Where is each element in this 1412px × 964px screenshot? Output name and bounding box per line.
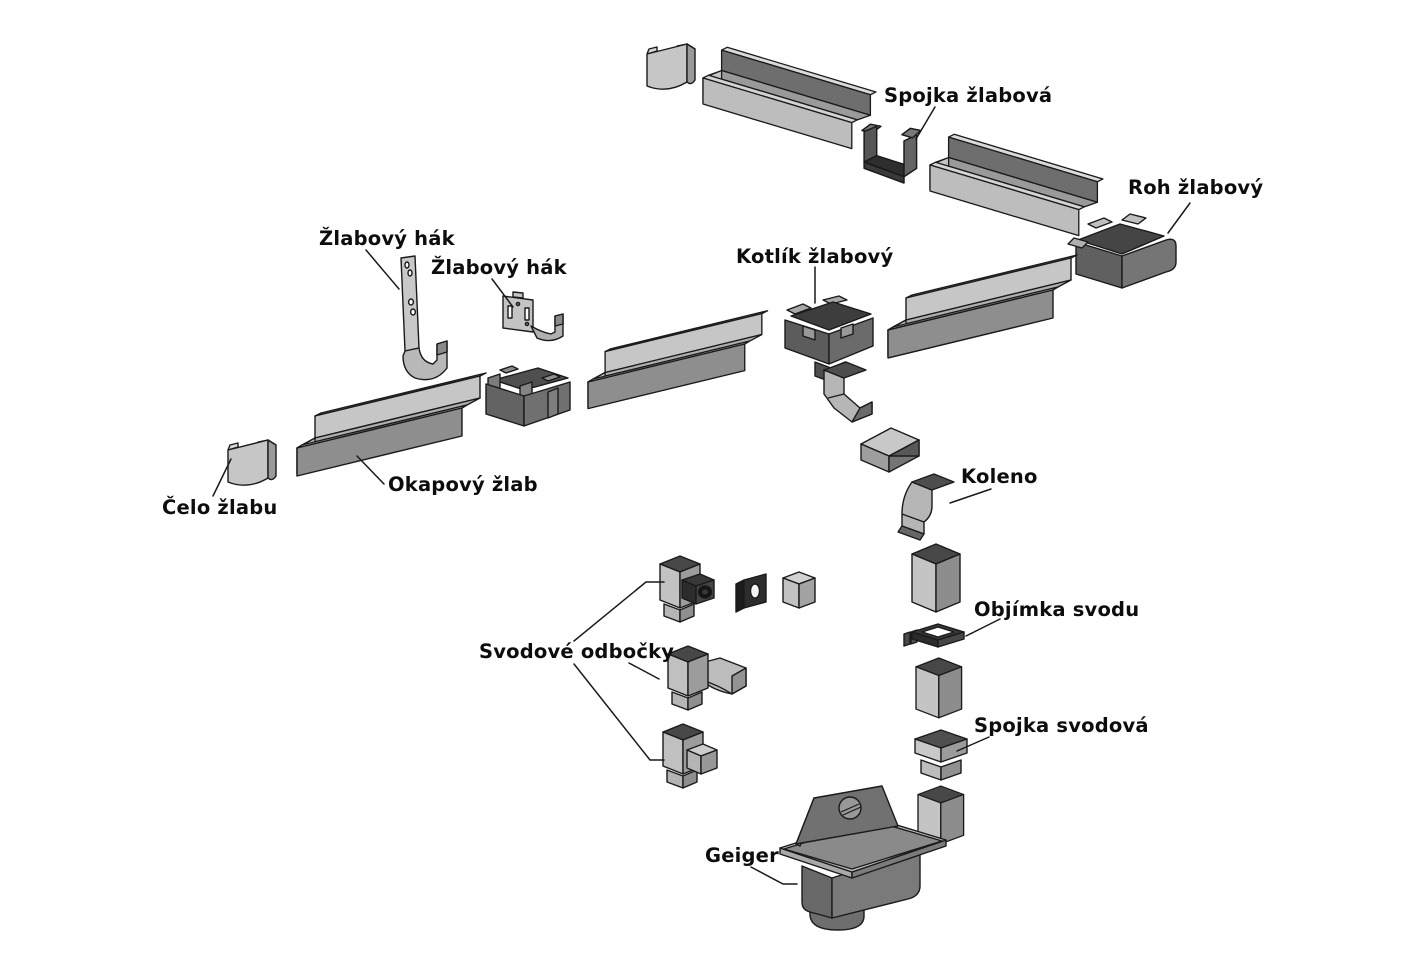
label-kotlik-zlabovy: Kotlík žlabový — [736, 245, 894, 268]
leader-roh-zlabovy — [1167, 202, 1191, 234]
pipe-clamp-objimka — [903, 623, 965, 648]
leader-hak-short — [491, 278, 514, 308]
branch-curved — [667, 645, 747, 711]
label-zlabovy-hak-long: Žlabový hák — [319, 227, 455, 250]
gutter-channel-1 — [702, 46, 877, 150]
label-koleno: Koleno — [961, 465, 1038, 488]
leader-hak-long — [365, 249, 400, 290]
pipe-connector-spojka-svodova — [914, 729, 968, 781]
elbow-upper — [823, 361, 873, 423]
leader-odbocka-2 — [628, 662, 660, 680]
leader-objimka — [965, 618, 1001, 637]
label-zlabovy-hak-short: Žlabový hák — [431, 256, 567, 279]
label-spojka-zlabova: Spojka žlabová — [884, 84, 1053, 107]
branch-socket — [659, 555, 715, 623]
label-roh-zlabovy: Roh žlabový — [1128, 176, 1264, 199]
gutter-end-cap-top — [646, 43, 696, 90]
branch-sleeve-cube — [782, 571, 816, 609]
leader-koleno — [949, 488, 992, 504]
downpipe-2 — [915, 657, 963, 719]
label-spojka-svodova: Spojka svodová — [974, 714, 1149, 737]
leader-spojka-svodova — [956, 736, 990, 752]
label-objimka-svodu: Objímka svodu — [974, 598, 1140, 621]
label-celo-zlabu: Čelo žlabu — [162, 496, 278, 519]
elbow-koleno — [897, 473, 955, 541]
leader-odbocka-1 — [573, 581, 665, 642]
gutter-corner-roh-zlabovy — [1067, 213, 1177, 289]
leader-okapovy-zlab — [356, 455, 385, 485]
gutter-hook-short — [502, 291, 564, 342]
label-geiger: Geiger — [705, 844, 779, 867]
gutter-channel-okapovy-zlab — [296, 372, 487, 477]
gutter-joiner-2 — [485, 365, 571, 427]
downpipe-1 — [911, 543, 961, 613]
gutter-channel-2 — [929, 133, 1104, 237]
gutter-joiner-spojka-zlabova — [861, 123, 922, 184]
branch-plain — [662, 723, 718, 789]
gutter-channel-3 — [587, 310, 769, 410]
leader-lines — [212, 106, 1191, 885]
leader-geiger — [750, 866, 798, 885]
leader-celo-zlabu — [212, 458, 232, 497]
label-okapovy-zlab: Okapový žlab — [388, 473, 538, 496]
leader-odbocka-3 — [573, 663, 665, 761]
branch-gasket — [735, 573, 767, 613]
leader-spojka-zlabova — [915, 106, 936, 140]
gutter-end-cap-celo-zlabu — [227, 439, 277, 486]
gutter-channel-4 — [887, 254, 1078, 359]
pipe-segment — [860, 427, 920, 473]
label-svodove-odbocky: Svodové odbočky — [479, 640, 675, 663]
